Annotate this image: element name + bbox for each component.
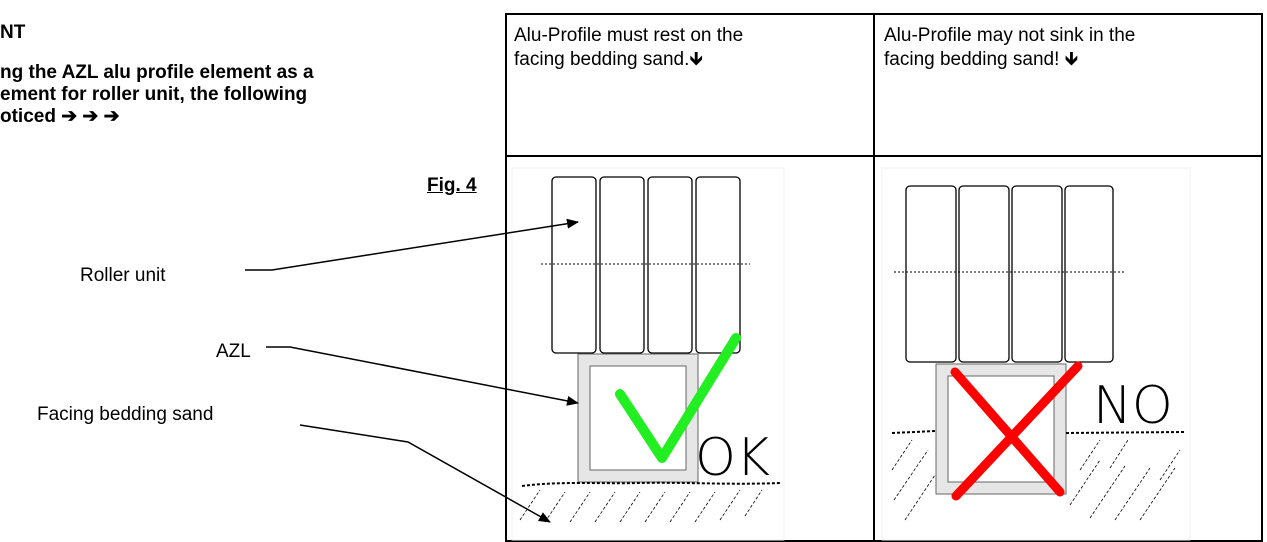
- intro-text: ng the AZL alu profile element as a emen…: [0, 62, 314, 128]
- cell-left-header: Alu-Profile must rest on the facing bedd…: [514, 24, 864, 72]
- cell-right-line-1: Alu-Profile may not sink in the: [884, 25, 1136, 46]
- arrow-azl: [266, 346, 579, 406]
- ok-illustration: [511, 167, 785, 541]
- label-roller-unit: Roller unit: [80, 265, 166, 286]
- cell-left-line-2: facing bedding sand.🡻: [514, 49, 704, 70]
- check-mark-icon: [615, 333, 741, 463]
- arrow-roller-unit: [245, 218, 579, 271]
- cell-left-line-1: Alu-Profile must rest on the: [514, 25, 744, 46]
- label-facing-bedding-sand: Facing bedding sand: [37, 404, 214, 425]
- table-row-divider: [505, 155, 1263, 157]
- cell-right-line-2: facing bedding sand! 🡻: [884, 49, 1079, 70]
- no-mark: NO: [1093, 376, 1173, 436]
- section-heading: NT: [0, 22, 26, 43]
- ok-mark: OK: [695, 428, 771, 488]
- arrow-facing-bedding-sand: [299, 424, 551, 523]
- table-column-divider: [873, 13, 875, 542]
- label-azl: AZL: [216, 341, 251, 362]
- intro-line-1: ng the AZL alu profile element as a: [0, 62, 314, 83]
- cell-right-header: Alu-Profile may not sink in the facing b…: [884, 24, 1254, 72]
- intro-line-3: oticed ➔ ➔ ➔: [0, 106, 120, 127]
- no-illustration: [881, 167, 1191, 541]
- intro-line-2: ement for roller unit, the following: [0, 84, 308, 105]
- figure-label: Fig. 4: [427, 175, 477, 196]
- cross-mark-icon: [950, 361, 1083, 501]
